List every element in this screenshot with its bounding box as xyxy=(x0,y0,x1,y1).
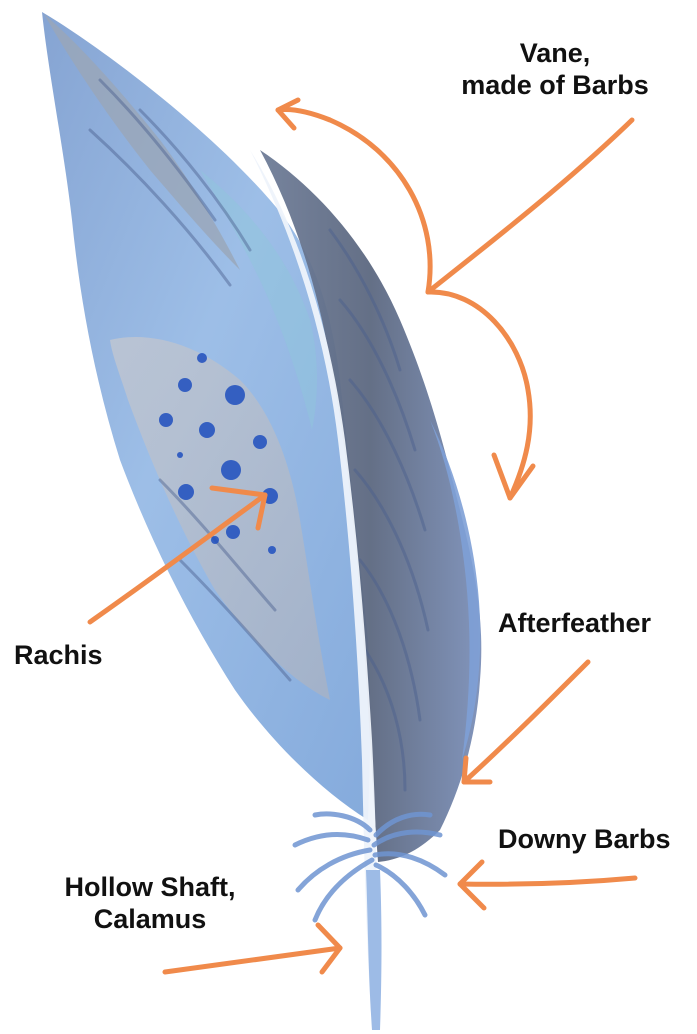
label-vane: Vane, made of Barbs xyxy=(430,38,680,102)
calamus-arrow xyxy=(165,948,340,972)
label-shaft-line1: Hollow Shaft, xyxy=(20,872,280,904)
label-vane-line2: made of Barbs xyxy=(430,70,680,102)
label-vane-line1: Vane, xyxy=(430,38,680,70)
label-hollow-shaft: Hollow Shaft, Calamus xyxy=(20,872,280,936)
afterfeather-arrow xyxy=(464,662,588,782)
vane-arrow-lower-head xyxy=(494,455,533,498)
label-shaft-line2: Calamus xyxy=(20,904,280,936)
vane-arrow-upper-head xyxy=(278,100,298,128)
label-rachis: Rachis xyxy=(14,640,103,672)
label-afterfeather: Afterfeather xyxy=(498,608,651,640)
label-downy-barbs: Downy Barbs xyxy=(498,824,671,856)
vane-pointer-line xyxy=(428,120,632,292)
downy-barbs-arrow xyxy=(460,878,635,884)
